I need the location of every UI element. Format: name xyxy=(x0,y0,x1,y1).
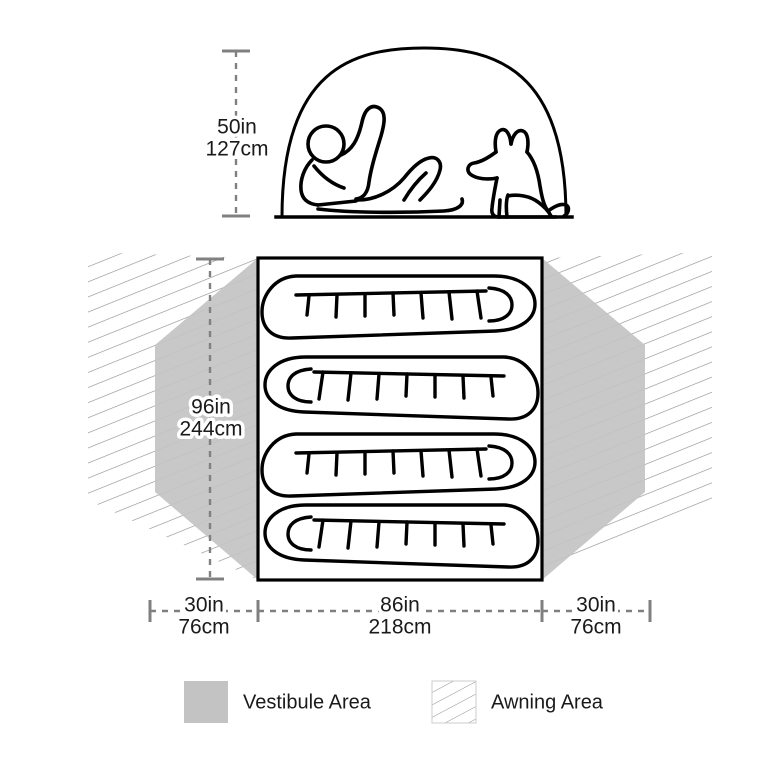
sleeping-pad-2 xyxy=(263,355,540,421)
vestibule-areas xyxy=(155,258,645,580)
legend-swatch-vestibule xyxy=(184,681,228,723)
sleeping-pad-3 xyxy=(260,432,537,498)
width-dimension-right-metric: 76cm xyxy=(570,616,621,639)
legend-label-awning: Awning Area xyxy=(491,691,604,713)
elevation-view xyxy=(274,46,574,219)
width-dimension-center-metric: 218cm xyxy=(368,616,431,639)
width-dimension-right-imperial: 30in xyxy=(576,594,616,617)
width-dimension-center-imperial: 86in xyxy=(380,594,420,617)
reclining-person-figure xyxy=(299,104,465,215)
legend-label-vestibule: Vestibule Area xyxy=(243,691,372,713)
vestibule-area-left xyxy=(155,258,258,580)
width-dimension-left-metric: 76cm xyxy=(178,616,229,639)
sleeping-pad-4 xyxy=(263,503,540,569)
elevation-height-dimension: 50in 127cm xyxy=(202,49,272,218)
vestibule-area-right xyxy=(542,258,645,580)
height-dimension-imperial: 50in xyxy=(217,116,257,139)
sleeping-pads-group xyxy=(260,274,540,569)
depth-dimension-metric: 244cm xyxy=(179,418,242,441)
height-dimension-metric: 127cm xyxy=(205,138,268,161)
legend-item-vestibule: Vestibule Area xyxy=(184,681,372,723)
floorplan-depth-dimension: 96in 244cm xyxy=(176,257,246,581)
tent-dome-outline xyxy=(280,46,568,219)
floorplan-width-dimensions: 30in 76cm 86in 218cm 30in 76cm xyxy=(148,590,652,642)
legend-swatch-awning xyxy=(431,680,477,724)
legend: Vestibule Area Awning Area xyxy=(184,680,604,724)
sitting-dog-figure xyxy=(466,127,571,219)
person-head-icon xyxy=(306,124,346,164)
legend-item-awning: Awning Area xyxy=(431,680,604,724)
depth-dimension-imperial: 96in xyxy=(191,396,231,419)
width-dimension-left-imperial: 30in xyxy=(184,594,224,617)
sleeping-pad-1 xyxy=(260,274,537,340)
